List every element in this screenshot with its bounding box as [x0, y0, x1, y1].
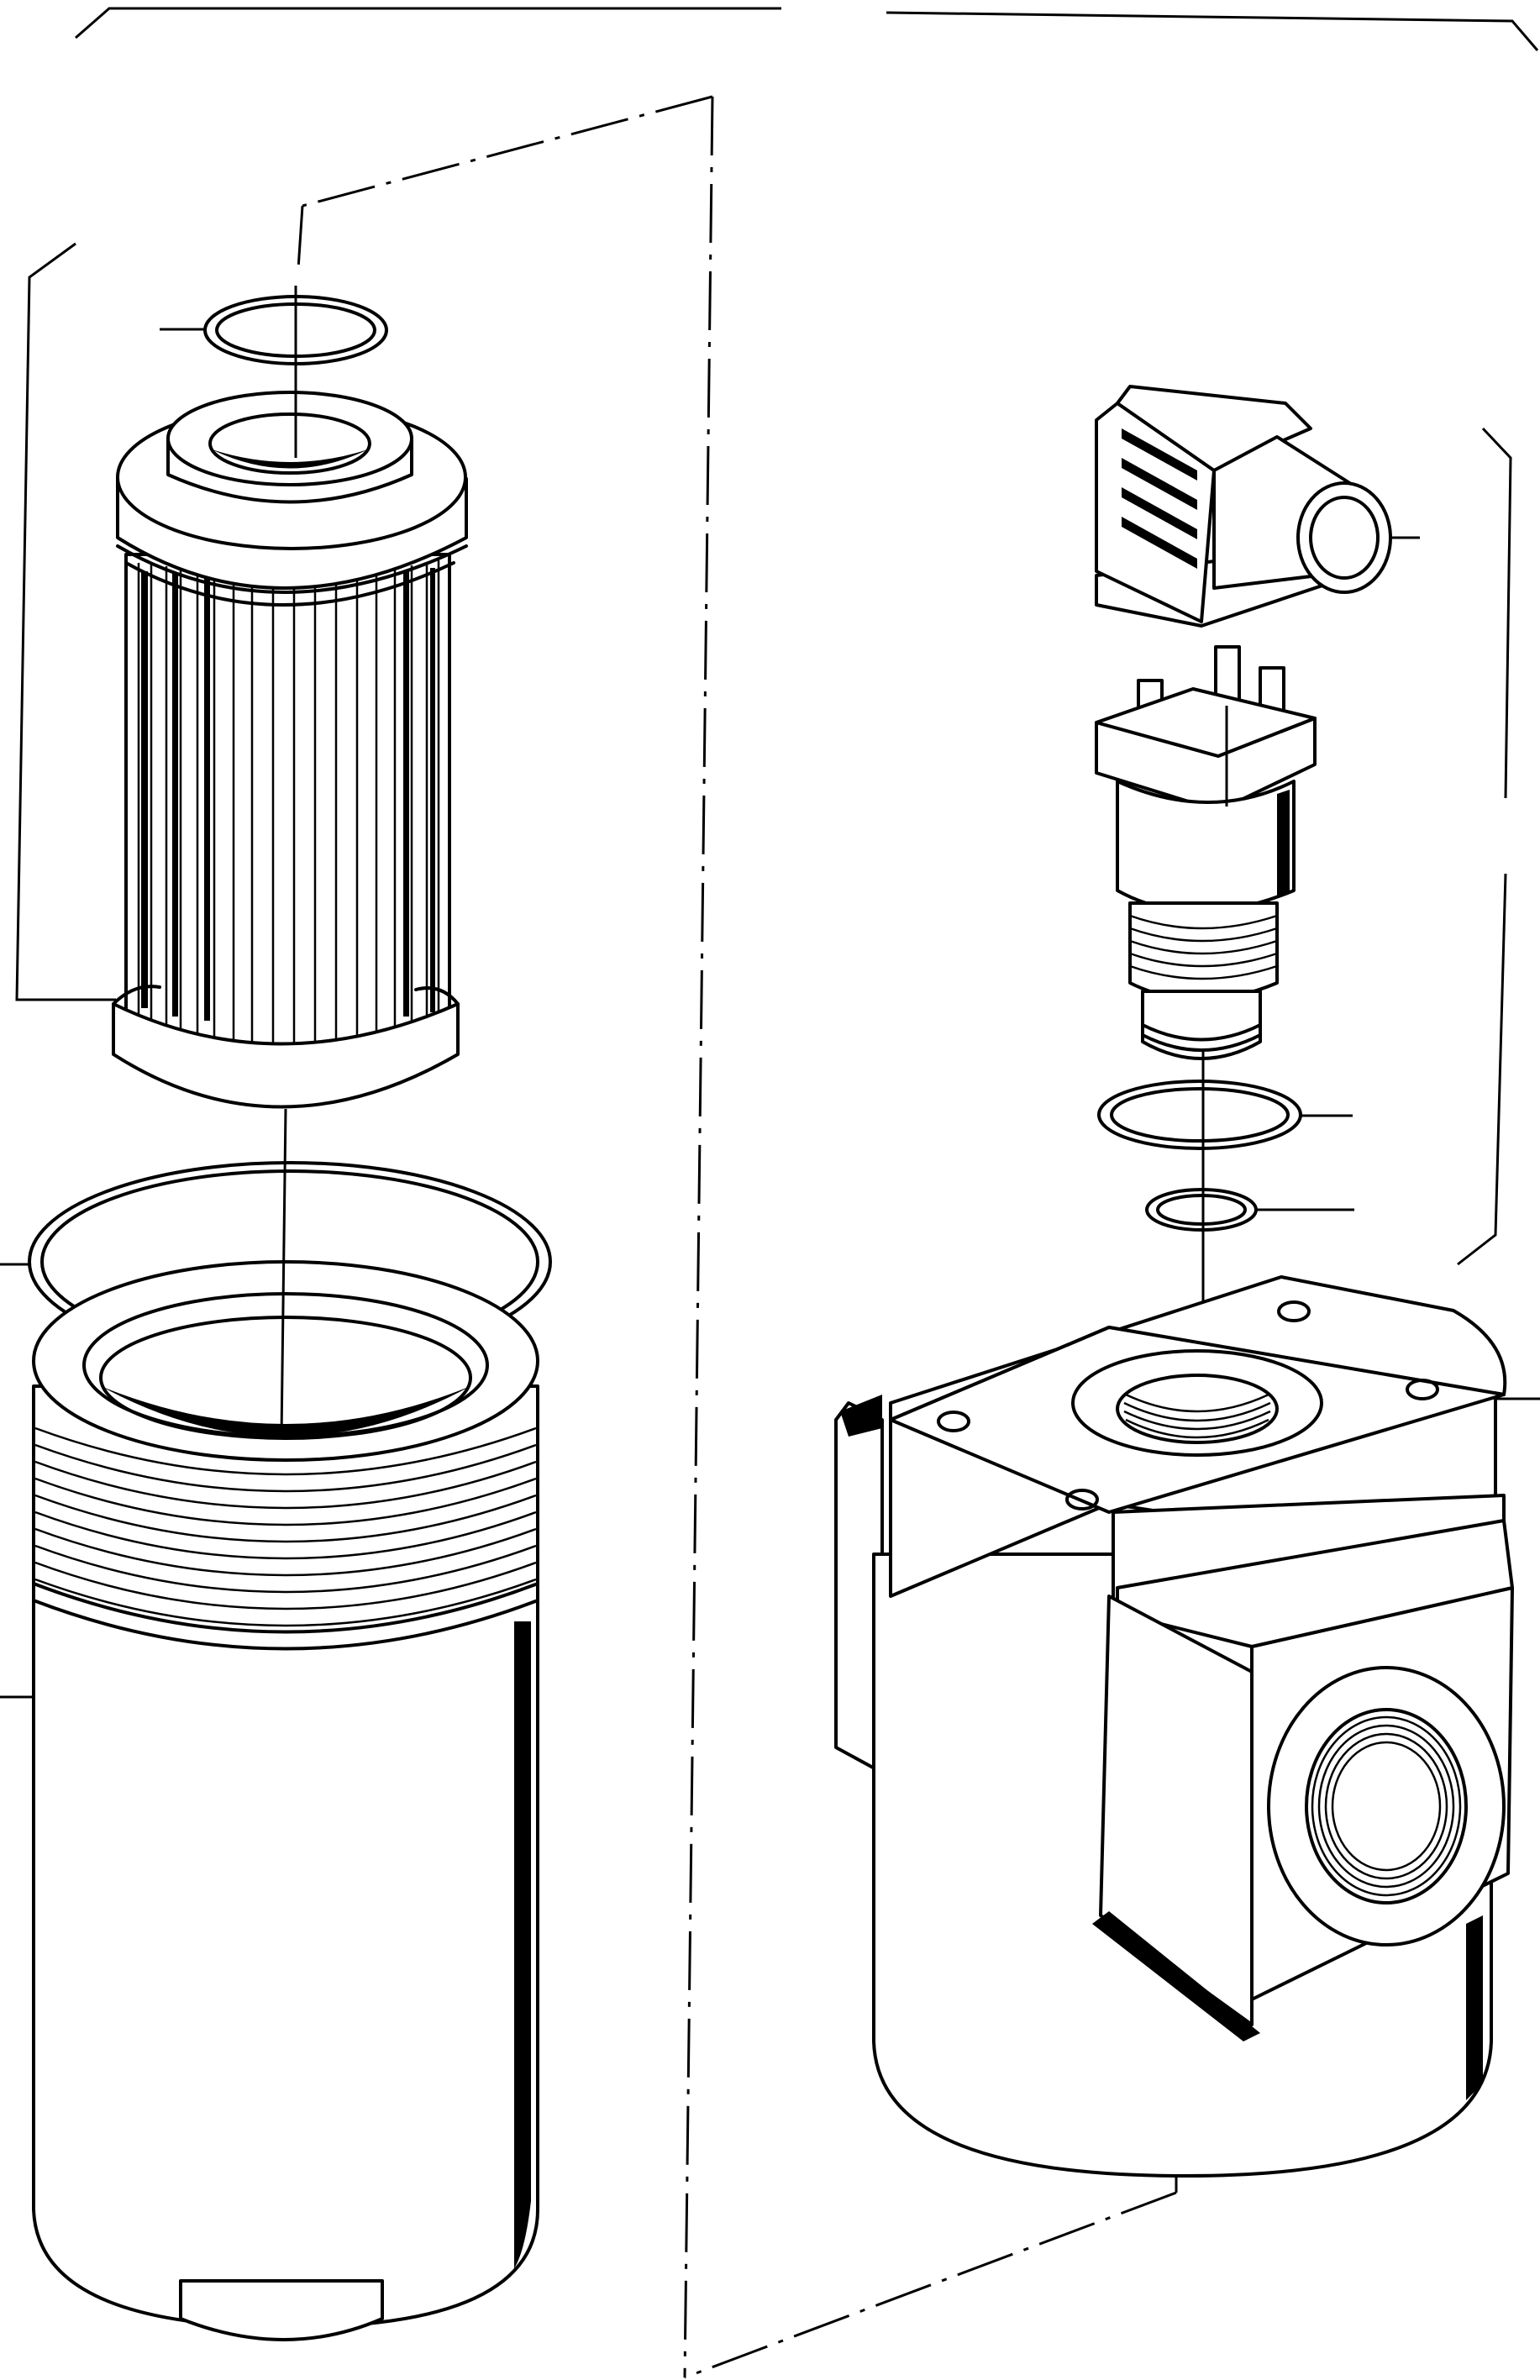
filter-head	[834, 1275, 1540, 2178]
indicator-group-bracket	[1457, 427, 1512, 1266]
plug-grip-lines	[1122, 428, 1197, 569]
clogging-indicator-switch	[1095, 645, 1317, 1060]
electrical-connector-plug	[1095, 385, 1420, 628]
element-axis	[280, 286, 297, 1437]
element-top-o-ring	[160, 295, 388, 365]
assembly-outline	[75, 7, 1539, 2379]
filter-housing-bowl	[0, 1260, 539, 2341]
indicator-outer-seal	[1097, 1080, 1353, 1150]
bowl-thread	[34, 1426, 537, 1627]
indicator-thread	[1129, 914, 1278, 980]
head-port-thread	[1123, 1393, 1271, 1439]
side-port-thread	[1311, 1715, 1462, 1897]
element-pleats	[137, 560, 440, 1044]
indicator-inner-seal	[1145, 1188, 1354, 1232]
element-group-bracket	[15, 242, 113, 1001]
filter-element	[17, 391, 468, 1109]
